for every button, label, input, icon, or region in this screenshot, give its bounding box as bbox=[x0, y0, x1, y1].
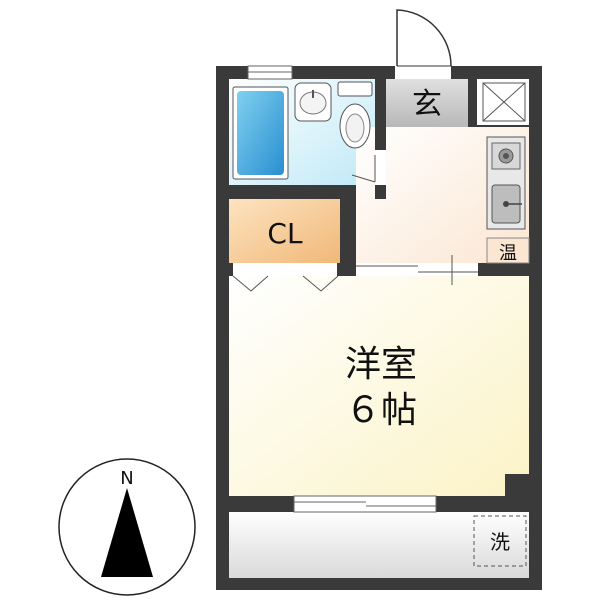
north-label: N bbox=[120, 468, 133, 489]
closet bbox=[229, 199, 340, 263]
toilet-tank bbox=[337, 81, 373, 97]
closet-label: CL bbox=[267, 217, 303, 250]
laundry-label: 洗 bbox=[490, 530, 510, 554]
balcony bbox=[229, 512, 529, 578]
wall-mid bbox=[229, 185, 356, 199]
bathtub-inner bbox=[237, 91, 284, 175]
entrance-door-swing bbox=[396, 9, 452, 67]
wall-kitchen-left bbox=[340, 185, 356, 263]
wall-room-corner bbox=[505, 474, 529, 496]
wall-shaft bbox=[468, 79, 477, 127]
water-heater-box bbox=[486, 237, 530, 264]
laundry-space bbox=[473, 515, 527, 567]
closet-door-left bbox=[232, 275, 269, 292]
closet-door-right bbox=[302, 275, 339, 292]
entrance-label: 玄 bbox=[412, 87, 442, 122]
entrance-area bbox=[386, 79, 468, 127]
western-room-name: 洋室 bbox=[345, 344, 417, 385]
western-room-size: ６帖 bbox=[345, 390, 417, 431]
wall-bath-kitchen bbox=[375, 79, 386, 199]
entrance-door-gap bbox=[395, 64, 451, 79]
western-room bbox=[229, 276, 529, 496]
balcony-window bbox=[293, 495, 437, 513]
bath-door-swing bbox=[351, 155, 376, 183]
water-heater-label: 温 bbox=[499, 243, 517, 264]
north-arrow-icon bbox=[101, 488, 153, 577]
